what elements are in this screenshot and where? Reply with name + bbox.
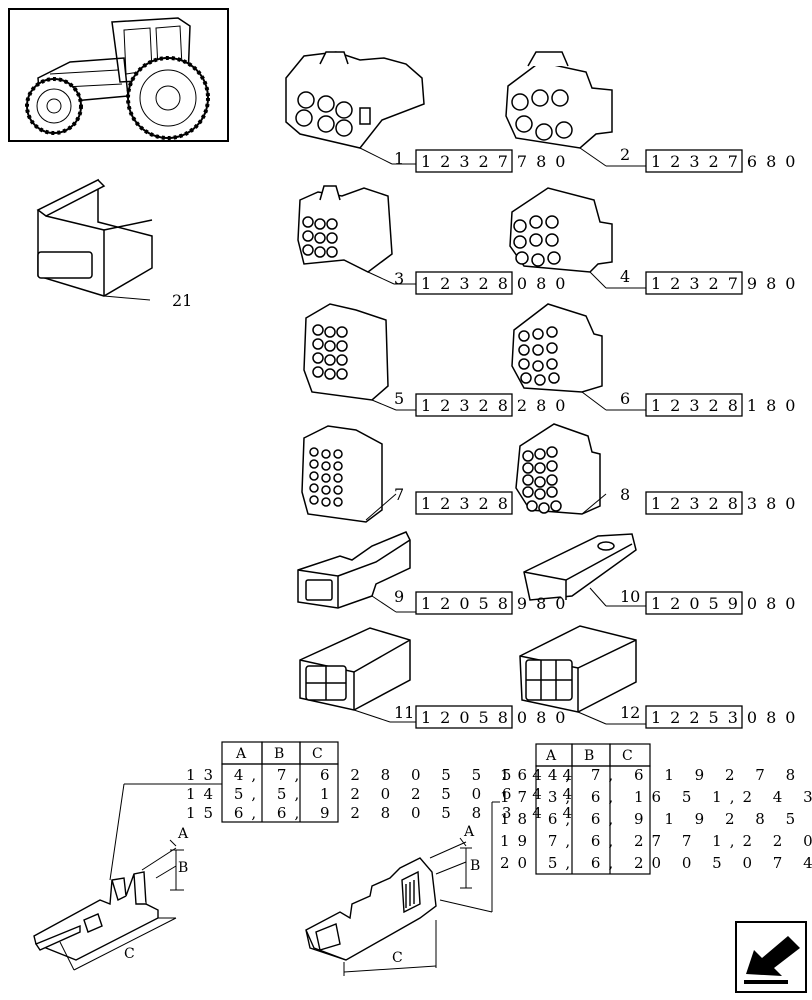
left-table-row-13: 13 4, 7, 6 2 8 0 5 5 5 4 4 [186, 766, 580, 784]
callout-num-10: 10 [620, 587, 640, 606]
left-dimension-table [221, 741, 339, 823]
part-3-connector [297, 185, 395, 285]
part-12-connector [519, 625, 637, 725]
callout-num-12: 12 [620, 703, 640, 722]
part-10-connector [523, 533, 637, 607]
left-dim-label-a: A [177, 826, 189, 842]
callout-num-6: 6 [620, 389, 630, 408]
callout-num-7: 7 [394, 485, 404, 504]
callout-num-4: 4 [620, 267, 630, 286]
left-table-header-b: B [274, 746, 284, 762]
part-8-connector [515, 423, 607, 515]
part-21-block [36, 178, 153, 301]
callout-num-5: 5 [394, 389, 404, 408]
right-table-header-b: B [584, 748, 594, 764]
right-table-row-19: 19 7, 6, 27 7 1,2 2 0 6 2 0 4 4 [500, 832, 812, 850]
right-table-row-17: 17 3, 6, 16 5 1,2 4 3 3 3 4 4 [500, 788, 812, 806]
part-number-2: 12327680 [651, 152, 804, 171]
right-table-row-16: 16 4, 7, 6 1 9 2 7 8 1 4 4 [500, 766, 812, 784]
part-number-10: 12059080 [651, 594, 804, 613]
part-7-connector [301, 425, 397, 523]
part-11-connector [299, 627, 411, 723]
part-number-7: 12328 [421, 494, 517, 513]
part-number-3: 12328080 [421, 274, 574, 293]
left-dim-label-b: B [178, 860, 188, 876]
left-table-header-c: C [312, 746, 323, 762]
tractor-thumbnail [8, 8, 229, 142]
right-terminal-drawing [305, 801, 500, 976]
left-dim-label-c: C [124, 946, 135, 962]
part-2-connector [505, 51, 613, 167]
callout-num-11: 11 [394, 703, 414, 722]
part-4-connector [509, 187, 613, 289]
callout-num-21: 21 [172, 291, 192, 310]
part-number-9: 12058980 [421, 594, 574, 613]
part-5-connector [303, 303, 397, 411]
right-dim-label-b: B [470, 858, 480, 874]
part-number-4: 12327980 [651, 274, 804, 293]
left-table-header-a: A [235, 746, 247, 762]
callout-num-8: 8 [620, 485, 630, 504]
part-1-connector [285, 51, 425, 165]
right-dimension-table [535, 743, 651, 875]
part-6-connector [511, 303, 607, 411]
callout-num-3: 3 [394, 269, 404, 288]
callout-num-9: 9 [394, 587, 404, 606]
right-dim-label-a: A [463, 824, 475, 840]
right-table-row-20: 20 5, 6, 20 0 5 0 7 4 4 0 5 [500, 854, 812, 872]
partnumber-boxes [390, 149, 743, 729]
part-number-11: 12058080 [421, 708, 574, 727]
back-arrow-icon[interactable] [735, 921, 807, 993]
part-number-8: 12328380 [651, 494, 804, 513]
right-dim-label-c: C [392, 950, 403, 966]
left-table-row-14: 14 5, 5, 1 2 0 2 5 0 6 4 4 [186, 785, 580, 803]
left-terminal-drawing [33, 783, 222, 971]
callout-num-2: 2 [620, 145, 630, 164]
part-number-12: 12253080 [651, 708, 804, 727]
right-table-header-c: C [622, 748, 633, 764]
left-table-row-15: 15 6, 6, 9 2 8 0 5 8 3 4 4 [186, 804, 580, 822]
callout-num-1: 1 [394, 149, 404, 168]
right-table-header-a: A [545, 748, 557, 764]
part-number-5: 12328280 [421, 396, 574, 415]
part-number-6: 12328180 [651, 396, 804, 415]
right-table-row-18: 18 6, 6, 9 1 9 2 8 5 8 4 4 4 [500, 810, 812, 828]
part-9-connector [297, 531, 411, 613]
part-number-1: 12327780 [421, 152, 574, 171]
